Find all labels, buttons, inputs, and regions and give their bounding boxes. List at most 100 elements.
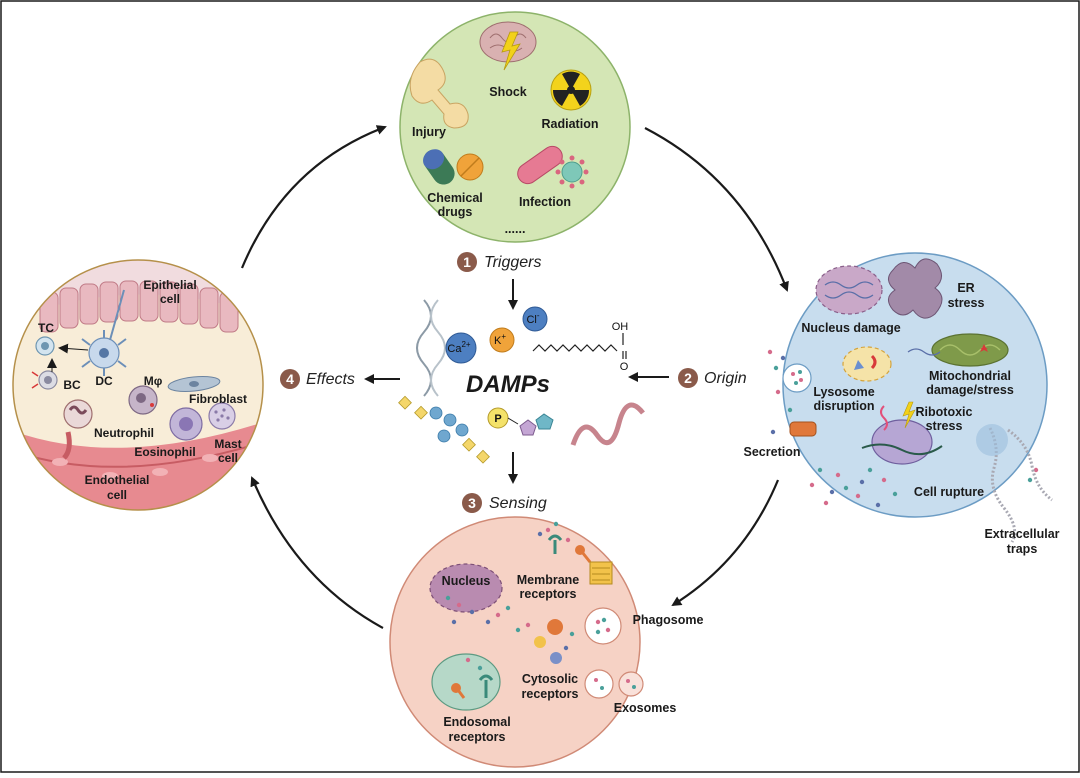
label-mast-cell: cell [218, 451, 238, 465]
fatty-acid-icon [532, 344, 618, 352]
label-tc: TC [38, 321, 54, 335]
label-mitochondrial: Mitochondrial [929, 369, 1011, 383]
label-dc: DC [95, 374, 113, 388]
label-oh: OH [612, 321, 629, 333]
label-shock: Shock [489, 85, 527, 99]
sensing-panel: Nucleus Membrane receptors Phagosome Cyt… [389, 516, 704, 768]
label-endothelial-cell: cell [107, 488, 127, 502]
label-radiation: Radiation [542, 117, 599, 131]
step-badge-2 [678, 368, 698, 388]
label-mast: Mast [214, 437, 241, 451]
mitochondrion-icon [931, 333, 1009, 367]
svg-text:3: 3 [468, 495, 476, 511]
secretion-vesicle-icon [782, 363, 812, 393]
label-disruption: disruption [813, 399, 874, 413]
bacterium-icon [517, 145, 563, 185]
label-membrane-receptors: receptors [520, 587, 577, 601]
step-effects: 4 Effects [280, 369, 355, 389]
label-fibroblast: Fibroblast [189, 392, 247, 406]
label-ribotoxic: Ribotoxic [916, 405, 973, 419]
origin-panel: Nucleus damage ER stress Lysosome disrup… [744, 252, 1060, 556]
epithelial-layer [39, 280, 239, 333]
label-endothelial: Endothelial [85, 473, 150, 487]
arrow-origin-to-sensing [671, 479, 780, 607]
label-phagosome: Phagosome [633, 613, 704, 627]
secretion-channel-icon [789, 421, 817, 437]
damaged-nucleus-icon [815, 265, 883, 315]
arrow-effects-to-triggers [240, 125, 387, 269]
step-label-sensing: Sensing [489, 495, 547, 512]
label-cytosolic-receptors: receptors [522, 687, 579, 701]
label-drugs: drugs [438, 205, 473, 219]
exosome-icon-2 [618, 671, 644, 697]
label-chemical: Chemical [427, 191, 483, 205]
label-ellipsis: ...... [505, 222, 526, 236]
cycle-arrows [240, 125, 789, 629]
step-label-origin: Origin [704, 370, 747, 387]
ca-ion-icon [445, 332, 477, 364]
label-infection: Infection [519, 195, 571, 209]
sugar-icon [519, 419, 537, 436]
label-secretion: Secretion [744, 445, 801, 459]
label-nucleus-damage: Nucleus damage [801, 321, 900, 335]
er-icon [888, 258, 943, 319]
label-eosinophil: Eosinophil [134, 445, 195, 459]
label-o: O [620, 361, 629, 373]
ion-k: K+ [494, 332, 506, 347]
ion-cl: Cl- [526, 311, 539, 326]
ribotoxic-lightning-icon [902, 401, 916, 429]
phagosome-icon [584, 607, 622, 645]
label-neutrophil: Neutrophil [94, 426, 154, 440]
cytosolic-receptor-icon-2 [534, 636, 546, 648]
dc-cell-icon [81, 289, 127, 376]
sensing-nucleus-icon [429, 563, 503, 613]
cl-ion-icon [522, 306, 548, 332]
label-injury: Injury [412, 125, 446, 139]
neutrophil-icon [63, 399, 93, 429]
label-lysosome: Lysosome [813, 385, 874, 399]
label-epithelial: Epithelial [143, 278, 196, 292]
exosome-icon [584, 669, 614, 699]
label-p: P [494, 413, 501, 425]
label-er: ER [957, 281, 974, 295]
svg-text:4: 4 [286, 371, 294, 387]
endosome-icon [431, 653, 501, 711]
step-origin: 2 Origin [678, 368, 747, 388]
step-label-effects: Effects [306, 371, 355, 388]
label-mphi: Mφ [144, 374, 163, 388]
glycan-icon [398, 395, 490, 464]
label-nucleus: Nucleus [442, 574, 491, 588]
label-bc: BC [63, 378, 81, 392]
step-badge-1 [457, 252, 477, 272]
lysosome-icon [842, 346, 892, 382]
label-cytosolic: Cytosolic [522, 672, 578, 686]
step-triggers: 1 Triggers [457, 252, 542, 272]
arrow-triggers-to-origin [644, 127, 789, 292]
step-sensing: 3 Sensing [462, 493, 547, 513]
triggers-panel: Shock Injury Radiation Chemical drugs In… [399, 11, 631, 243]
label-cell-rupture: Cell rupture [914, 485, 984, 499]
damps-title: DAMPs [466, 371, 550, 398]
svg-text:1: 1 [463, 254, 471, 270]
label-endosomal: Endosomal [443, 715, 510, 729]
label-endosomal-receptors: receptors [449, 730, 506, 744]
sensing-damps-dots [445, 521, 575, 671]
rna-icon [570, 402, 645, 446]
membrane-receptor-icons [547, 534, 613, 585]
k-ion-icon [489, 327, 515, 353]
label-traps: traps [1007, 542, 1038, 556]
label-extracellular: Extracellular [984, 527, 1059, 541]
released-damps-dots [767, 349, 1039, 508]
label-membrane: Membrane [517, 573, 580, 587]
label-er-stress: stress [948, 296, 985, 310]
cytosolic-receptor-icon [547, 619, 564, 635]
arrow-sensing-to-effects [250, 476, 384, 629]
ion-ca: Ca2+ [447, 340, 471, 355]
label-ribotoxic-stress: stress [926, 419, 963, 433]
virus-icon [561, 161, 583, 183]
injury-icon [409, 58, 469, 129]
step-label-triggers: Triggers [484, 254, 542, 271]
lightning-icon [501, 31, 521, 71]
